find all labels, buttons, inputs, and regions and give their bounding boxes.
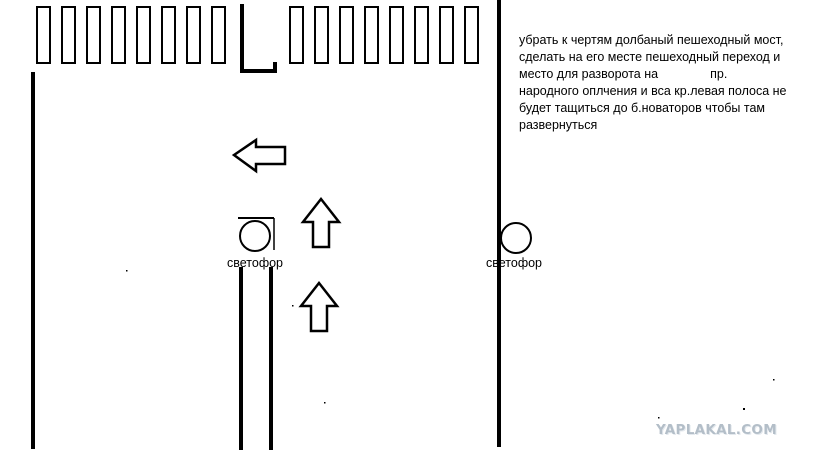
note-line: развернуться [519,118,598,132]
proposal-note: убрать к чертям долбаный пешеходный мост… [519,32,809,134]
note-line: место для разворота на пр. [519,67,728,81]
arrow-up-bottom [298,280,340,333]
traffic-light-left [239,220,271,252]
note-line: народного оплчения и вса кр.левая полоса… [519,84,787,98]
note-line: будет тащиться до б.новаторов чтобы там [519,101,766,115]
arrow-left [231,137,287,174]
traffic-light-right [500,222,532,254]
traffic-light-right-label: светофор [486,256,543,270]
arrow-up-top [300,196,342,249]
u-turn-mark [240,4,277,73]
stray-dots [126,270,775,419]
watermark: YAPLAKAL.COM [656,422,777,438]
note-line: убрать к чертям долбаный пешеходный мост… [519,33,784,47]
traffic-light-left-label: светофор [227,256,284,270]
crosswalk-stripes-left [36,6,226,64]
note-line: сделать на его месте пешеходный переход … [519,50,781,64]
crosswalk-stripes-right [289,6,479,64]
